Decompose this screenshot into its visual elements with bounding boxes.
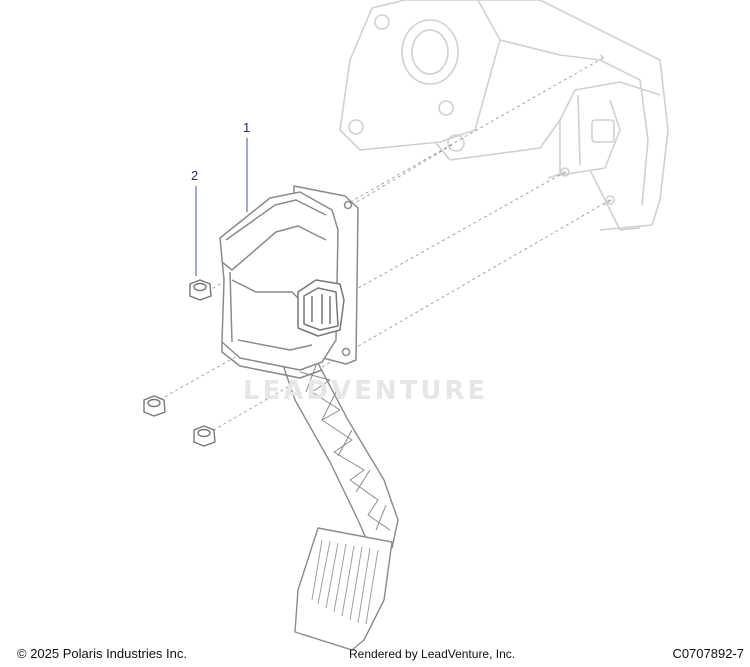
- mounting-bracket-ghost: [339, 0, 669, 231]
- figure-id-text: C0707892-7: [672, 646, 744, 661]
- callout-2: 2: [191, 168, 199, 183]
- leadventure-watermark: LEADVENTURE: [243, 376, 489, 406]
- nut-top: [189, 279, 212, 301]
- rendered-by-text: Rendered by LeadVenture, Inc.: [349, 647, 516, 661]
- hex-nuts: [143, 279, 216, 447]
- pedal-arm: [281, 351, 399, 553]
- callout-leaders: [195, 138, 248, 276]
- pedal-pad: [294, 527, 393, 651]
- nut-left: [143, 395, 166, 417]
- nut-bottom: [193, 425, 216, 447]
- callout-1: 1: [243, 120, 251, 135]
- electrical-connector: [297, 279, 345, 337]
- copyright-text: © 2025 Polaris Industries Inc.: [17, 646, 187, 661]
